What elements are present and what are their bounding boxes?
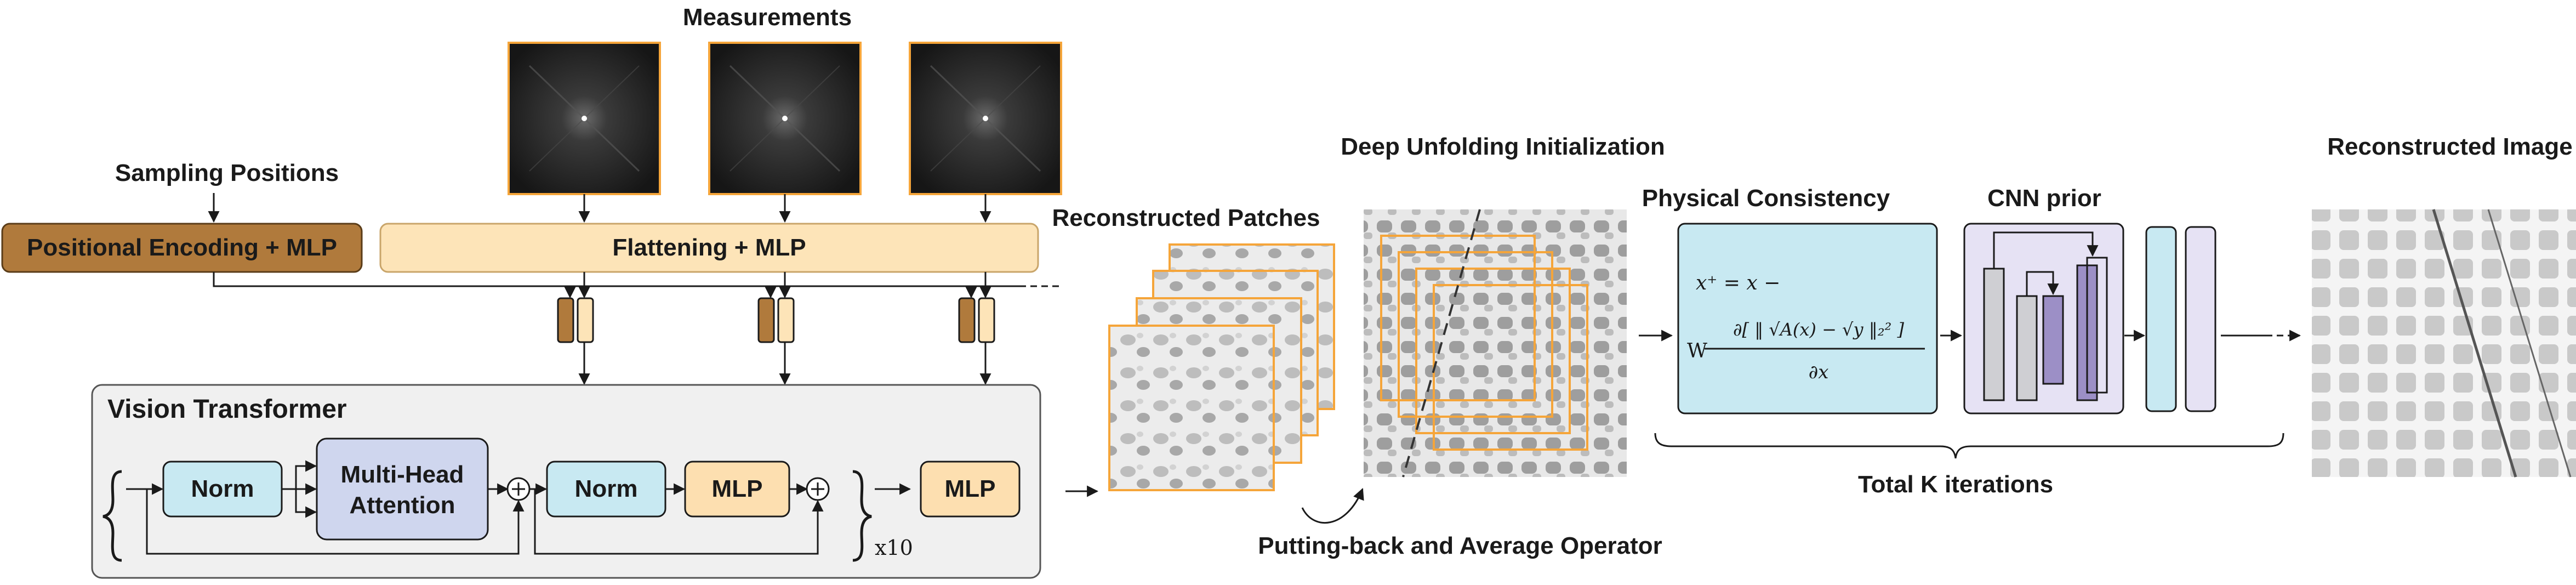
deep-unfolding-label: Deep Unfolding Initialization: [1341, 133, 1665, 160]
repeat-count-label: x10: [875, 536, 913, 560]
unfolding-block-physics: [2145, 226, 2177, 412]
token-pair-3: [958, 272, 995, 385]
multi-head-attention-box: [316, 438, 489, 541]
attention-label-line1: Multi-Head: [341, 461, 464, 488]
flattening-box: [379, 223, 1039, 273]
cnn-layers: [1983, 231, 2108, 401]
residual-connection-2: [534, 489, 824, 555]
norm-label-1: Norm: [191, 475, 254, 502]
curved-arrow-icon: [1301, 488, 1364, 524]
sampling-positions-label: Sampling Positions: [115, 160, 339, 186]
mlp-output-label: MLP: [945, 475, 996, 502]
attention-label-line2: Attention: [349, 492, 455, 519]
measurement-image-2: [708, 42, 862, 195]
plus-circle-icon: [506, 477, 531, 501]
flattening-label: Flattening + MLP: [612, 234, 806, 261]
equation-numerator: ∂[ ‖ √A(x) − √y ‖₂² ]: [1733, 319, 1905, 340]
token-pair-2: [757, 272, 795, 385]
physical-consistency-box: [1677, 223, 1938, 414]
token-pair-1: [557, 272, 594, 385]
putting-back-label: Putting-back and Average Operator: [1258, 532, 1662, 559]
vision-transformer-title: Vision Transformer: [107, 395, 347, 424]
right-brace-icon: [852, 470, 872, 562]
reconstructed-patches-stack: [1108, 243, 1335, 491]
mlp-label-1: MLP: [712, 475, 763, 502]
measurement-image-3: [909, 42, 1062, 195]
equation-denominator: ∂x: [1809, 361, 1829, 383]
residual-connection-1: [146, 489, 525, 555]
left-brace-icon: [102, 470, 122, 562]
positional-encoding-box: [1, 223, 363, 273]
iterations-brace: [1654, 433, 2284, 459]
total-k-iterations-label: Total K iterations: [1858, 471, 2053, 498]
deep-unfolding-image: [1364, 209, 1627, 478]
physical-consistency-label: Physical Consistency: [1642, 185, 1890, 212]
plus-circle-icon: [806, 477, 830, 501]
cnn-prior-label: CNN prior: [1987, 185, 2101, 212]
mlp-output-box: [920, 461, 1021, 518]
reconstructed-patches-label: Reconstructed Patches: [1052, 205, 1320, 231]
measurements-label: Measurements: [683, 4, 852, 31]
reconstructed-image: [2312, 209, 2576, 478]
position-bus-line: [213, 272, 1019, 287]
equation-prefix: W: [1687, 340, 1707, 362]
unfolding-block-cnn: [2185, 226, 2216, 412]
norm-label-2: Norm: [575, 475, 638, 502]
positional-encoding-label: Positional Encoding + MLP: [27, 234, 337, 261]
reconstructed-image-label: Reconstructed Image: [2327, 133, 2572, 160]
measurement-image-1: [508, 42, 661, 195]
equation-line1: x⁺ = x −: [1696, 272, 1780, 294]
